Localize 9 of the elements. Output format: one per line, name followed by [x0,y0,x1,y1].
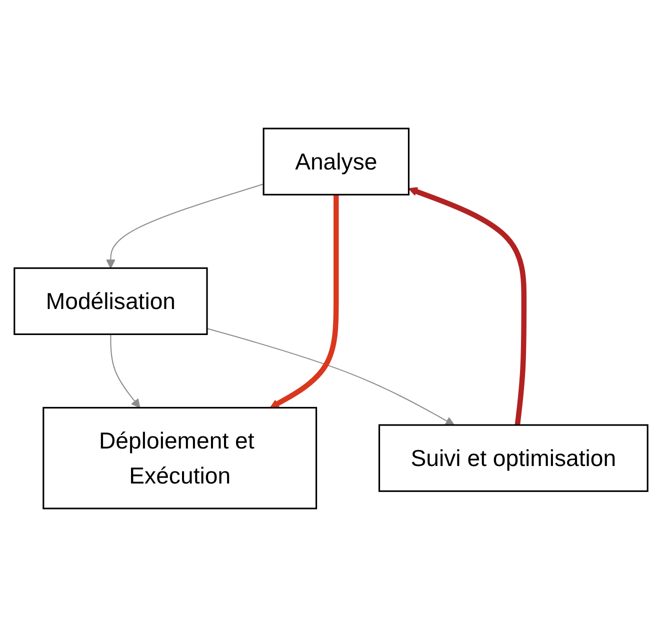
arrow [110,334,140,408]
node-box: Déploiement et Exécution [42,406,318,510]
node-box: Analyse [262,128,410,196]
arrow [106,184,264,269]
arrow [206,328,455,426]
node-box: Modélisation [14,267,208,336]
arrow [270,194,339,408]
arrow [408,187,527,426]
node-box: Suivi et optimisation [378,424,648,492]
